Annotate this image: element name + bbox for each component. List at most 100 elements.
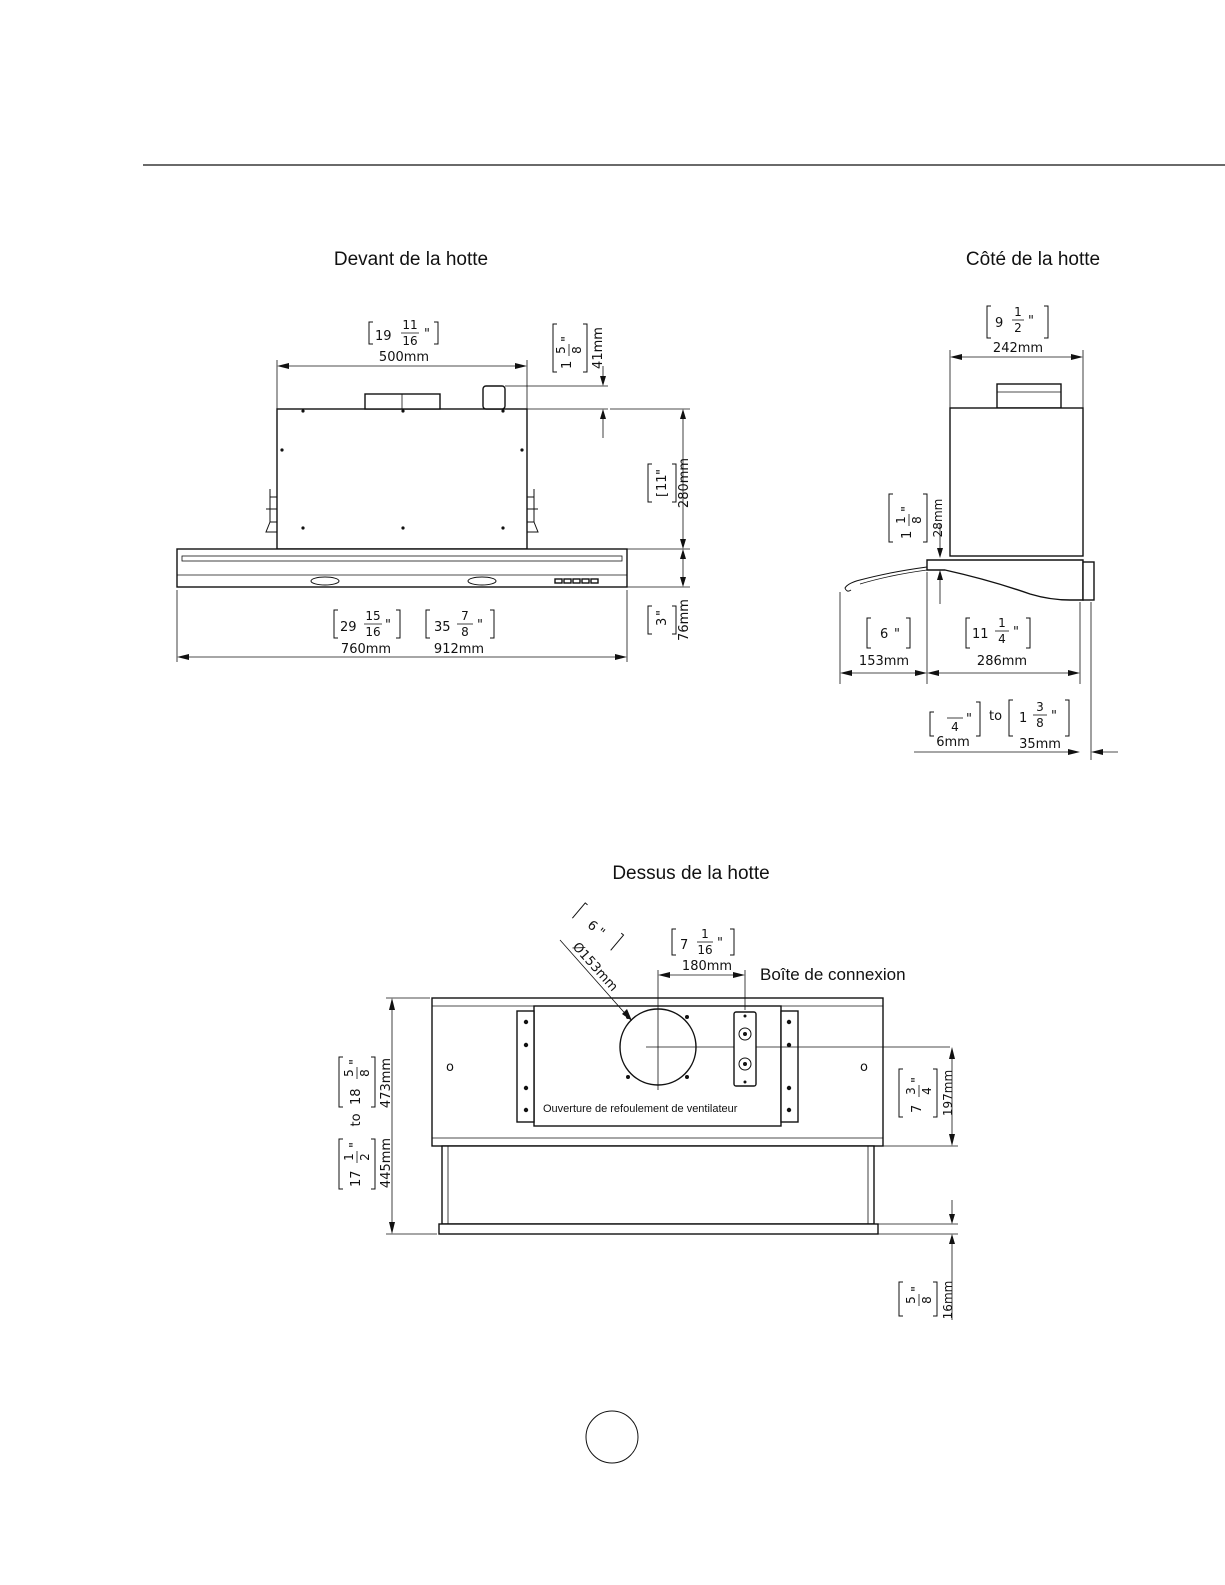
front-light-left [310,576,340,586]
svg-text:2: 2 [358,1153,372,1161]
front-view-title: Devant de la hotte [334,249,488,270]
svg-text:1: 1 [560,361,575,369]
svg-text:8: 8 [920,1296,934,1304]
svg-text:180mm: 180mm [682,959,732,974]
svg-text:35mm: 35mm [1019,737,1061,752]
svg-text:": " [348,1142,363,1148]
svg-text:5: 5 [554,346,568,354]
svg-text:286mm: 286mm [977,654,1027,669]
svg-text:3: 3 [904,1087,918,1095]
svg-text:11: 11 [972,627,989,642]
dim-side-depth-top: 9 1 2 " 242mm [949,305,1084,408]
svg-text:": " [348,1059,363,1065]
svg-text:16: 16 [402,334,417,348]
svg-text:1: 1 [342,1153,356,1161]
dim-front-bottom-width: 29 15 16 " 760mm 35 7 8 " 912mm [176,590,628,662]
svg-text:1: 1 [900,531,915,539]
dim-trim-height: 5 8 " 16mm [878,1200,958,1320]
svg-text:1: 1 [1019,711,1027,726]
page-number-circle [585,1410,639,1464]
svg-text:4: 4 [951,720,959,734]
svg-text:1: 1 [1014,305,1022,319]
dim-top-depth: 18 5 8 " 473mm to 17 1 2 " 445mm [338,997,437,1235]
svg-text:7: 7 [680,938,688,953]
svg-text:": " [910,1077,925,1083]
svg-text:": " [717,936,723,951]
svg-text:197mm: 197mm [941,1070,955,1116]
front-junction-collar [482,385,506,410]
svg-text:445mm: 445mm [379,1138,394,1188]
dim-duct-offset: 7 1 16 " 180mm [658,927,746,1010]
svg-text:16: 16 [697,943,712,957]
svg-text:500mm: 500mm [379,350,429,365]
dim-side-lip-height: 1 1 8 " 28mm [888,493,945,604]
top-view: Dessus de la hotte o o [338,863,958,1320]
svg-text:": " [560,336,575,342]
svg-text:3: 3 [655,618,670,626]
svg-text:": " [900,506,915,512]
mount-hole-left: o [446,1060,454,1075]
svg-text:19: 19 [375,329,392,344]
svg-text:17: 17 [349,1170,364,1187]
junction-box-label: Boîte de connexion [760,965,906,984]
svg-text:1: 1 [701,927,709,941]
svg-text:760mm: 760mm [341,642,391,657]
svg-text:": " [910,1286,925,1292]
svg-text:[: [ [655,492,670,497]
svg-text:": " [655,610,670,616]
svg-text:to: to [989,709,1002,724]
front-body-screws [280,409,524,530]
svg-text:5: 5 [904,1296,918,1304]
svg-text:16: 16 [365,625,380,639]
dim-duct-depth: 7 3 4 " 197mm [883,1047,958,1147]
svg-text:8: 8 [910,516,924,524]
front-control-buttons [554,578,599,584]
top-view-title: Dessus de la hotte [612,863,769,884]
svg-text:3: 3 [1036,700,1044,714]
svg-text:473mm: 473mm [379,1058,394,1108]
front-panel [176,548,628,588]
svg-text:35: 35 [434,620,451,635]
svg-text:28mm: 28mm [931,499,945,538]
side-tray [926,559,1084,601]
svg-text:7: 7 [910,1105,925,1113]
svg-text:153mm: 153mm [859,654,909,669]
dim-front-top-width: 19 11 16 " 500mm [276,318,528,409]
svg-text:18: 18 [349,1088,364,1105]
svg-text:8: 8 [358,1069,372,1077]
junction-box [733,1011,757,1087]
svg-text:": " [1013,625,1019,640]
svg-text:16mm: 16mm [941,1281,955,1320]
side-view-title: Côté de la hotte [966,249,1100,270]
dim-front-collar-height: 1 5 8 " 41mm [505,323,608,438]
svg-text:4: 4 [998,632,1006,646]
svg-text:7: 7 [461,609,469,623]
svg-text:29: 29 [340,620,357,635]
svg-text:": " [1051,709,1057,724]
dim-side-bottom: 6 " 153mm 11 1 4 " 286mm [839,572,1081,684]
svg-text:": " [894,627,900,642]
dim-front-panel-height: 3 " 76mm [627,549,692,641]
side-visor [844,566,928,592]
svg-text:8: 8 [1036,716,1044,730]
mount-hole-right: o [860,1060,868,1075]
svg-text:15: 15 [365,609,380,623]
blower-outlet-label: Ouverture de refoulement de ventilateur [543,1103,738,1115]
svg-text:242mm: 242mm [993,341,1043,356]
svg-text:to: to [349,1113,364,1126]
svg-text:8: 8 [570,346,584,354]
svg-text:5: 5 [342,1069,356,1077]
svg-text:41mm: 41mm [591,327,606,369]
svg-text:76mm: 76mm [677,599,692,641]
svg-text:": " [477,618,483,633]
svg-text:": " [655,469,670,475]
svg-text:1: 1 [998,616,1006,630]
svg-text:6mm: 6mm [936,735,970,750]
svg-text:8: 8 [461,625,469,639]
side-collar [996,383,1062,409]
svg-text:": " [1028,314,1034,329]
front-top-collar [364,393,441,410]
svg-text:2: 2 [1014,321,1022,335]
svg-text:912mm: 912mm [434,642,484,657]
